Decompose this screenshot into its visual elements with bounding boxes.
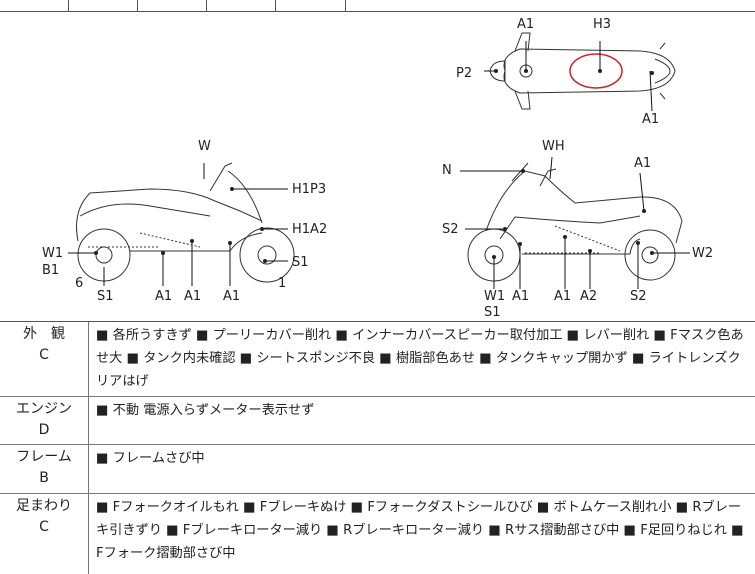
label-right-w1: W1 — [484, 289, 505, 304]
label-left-1: 1 — [278, 276, 286, 291]
section-exterior: 外 観 C ■ 各所うすきず ■ プーリーカバー削れ ■ インナーカバースピーカ… — [0, 322, 755, 397]
label-left-a1-3: A1 — [223, 289, 240, 304]
section-engine: エンジン D ■ 不動 電源入らずメーター表示せず — [0, 397, 755, 445]
section-category: 外 観 C — [0, 322, 89, 396]
label-left-s1: S1 — [97, 289, 114, 304]
label-right-a2: A2 — [580, 289, 597, 304]
label-left-h1p3: H1P3 — [292, 182, 326, 197]
top-table-strip — [0, 0, 755, 12]
label-right-n: N — [442, 163, 452, 178]
label-left-s1-right: S1 — [292, 255, 309, 270]
label-right-s1: S1 — [484, 305, 501, 320]
section-notes: ■ 各所うすきず ■ プーリーカバー削れ ■ インナーカバースピーカー取付加工 … — [96, 328, 744, 389]
label-right-a1-2: A1 — [554, 289, 571, 304]
label-left-6: 6 — [75, 276, 83, 291]
label-left-a1-1: A1 — [155, 289, 172, 304]
label-right-wh: WH — [542, 139, 565, 154]
label-right-w2: W2 — [692, 246, 713, 261]
section-name: エンジン — [16, 401, 72, 417]
section-category: フレーム B — [0, 445, 89, 493]
label-left-w: W — [198, 139, 211, 154]
section-name: 外 観 — [23, 326, 65, 342]
label-right-s2-left: S2 — [442, 222, 459, 237]
section-grade: C — [39, 347, 49, 363]
label-right-s2: S2 — [630, 289, 647, 304]
section-notes: ■ Fフォークオイルもれ ■ Fブレーキぬけ ■ Fフォークダストシールひび ■… — [96, 500, 744, 561]
label-left-b1: B1 — [42, 263, 59, 278]
damage-diagram: A1 H3 P2 A1 W H1P3 H1A2 S1 W1 B1 6 S1 A1… — [0, 11, 755, 322]
section-notes: ■ フレームさび中 — [96, 451, 205, 466]
section-suspension: 足まわり C ■ Fフォークオイルもれ ■ Fブレーキぬけ ■ Fフォークダスト… — [0, 494, 755, 574]
scooter-left-view — [76, 162, 295, 283]
section-category: 足まわり C — [0, 494, 89, 574]
label-top-p2: P2 — [456, 66, 472, 81]
h3-highlight — [569, 53, 623, 89]
label-top-a1: A1 — [517, 17, 534, 32]
label-right-a1-1: A1 — [512, 289, 529, 304]
scooter-right-view — [467, 162, 683, 282]
section-name: フレーム — [16, 449, 72, 465]
scooter-diagram-svg: A1 H3 P2 A1 W H1P3 H1A2 S1 W1 B1 6 S1 A1… — [42, 17, 713, 320]
label-left-w1: W1 — [42, 246, 63, 261]
section-notes: ■ 不動 電源入らずメーター表示せず — [96, 403, 315, 418]
label-right-a1-top: A1 — [634, 156, 651, 171]
section-grade: C — [39, 519, 49, 535]
label-top-h3: H3 — [593, 17, 611, 32]
label-left-h1a2: H1A2 — [292, 222, 327, 237]
section-frame: フレーム B ■ フレームさび中 — [0, 445, 755, 494]
section-name: 足まわり — [16, 498, 72, 514]
label-top-a1-right: A1 — [642, 112, 659, 127]
section-grade: D — [38, 422, 50, 438]
section-category: エンジン D — [0, 397, 89, 444]
label-left-a1-2: A1 — [184, 289, 201, 304]
scooter-top-view — [489, 32, 676, 110]
section-grade: B — [39, 470, 49, 486]
